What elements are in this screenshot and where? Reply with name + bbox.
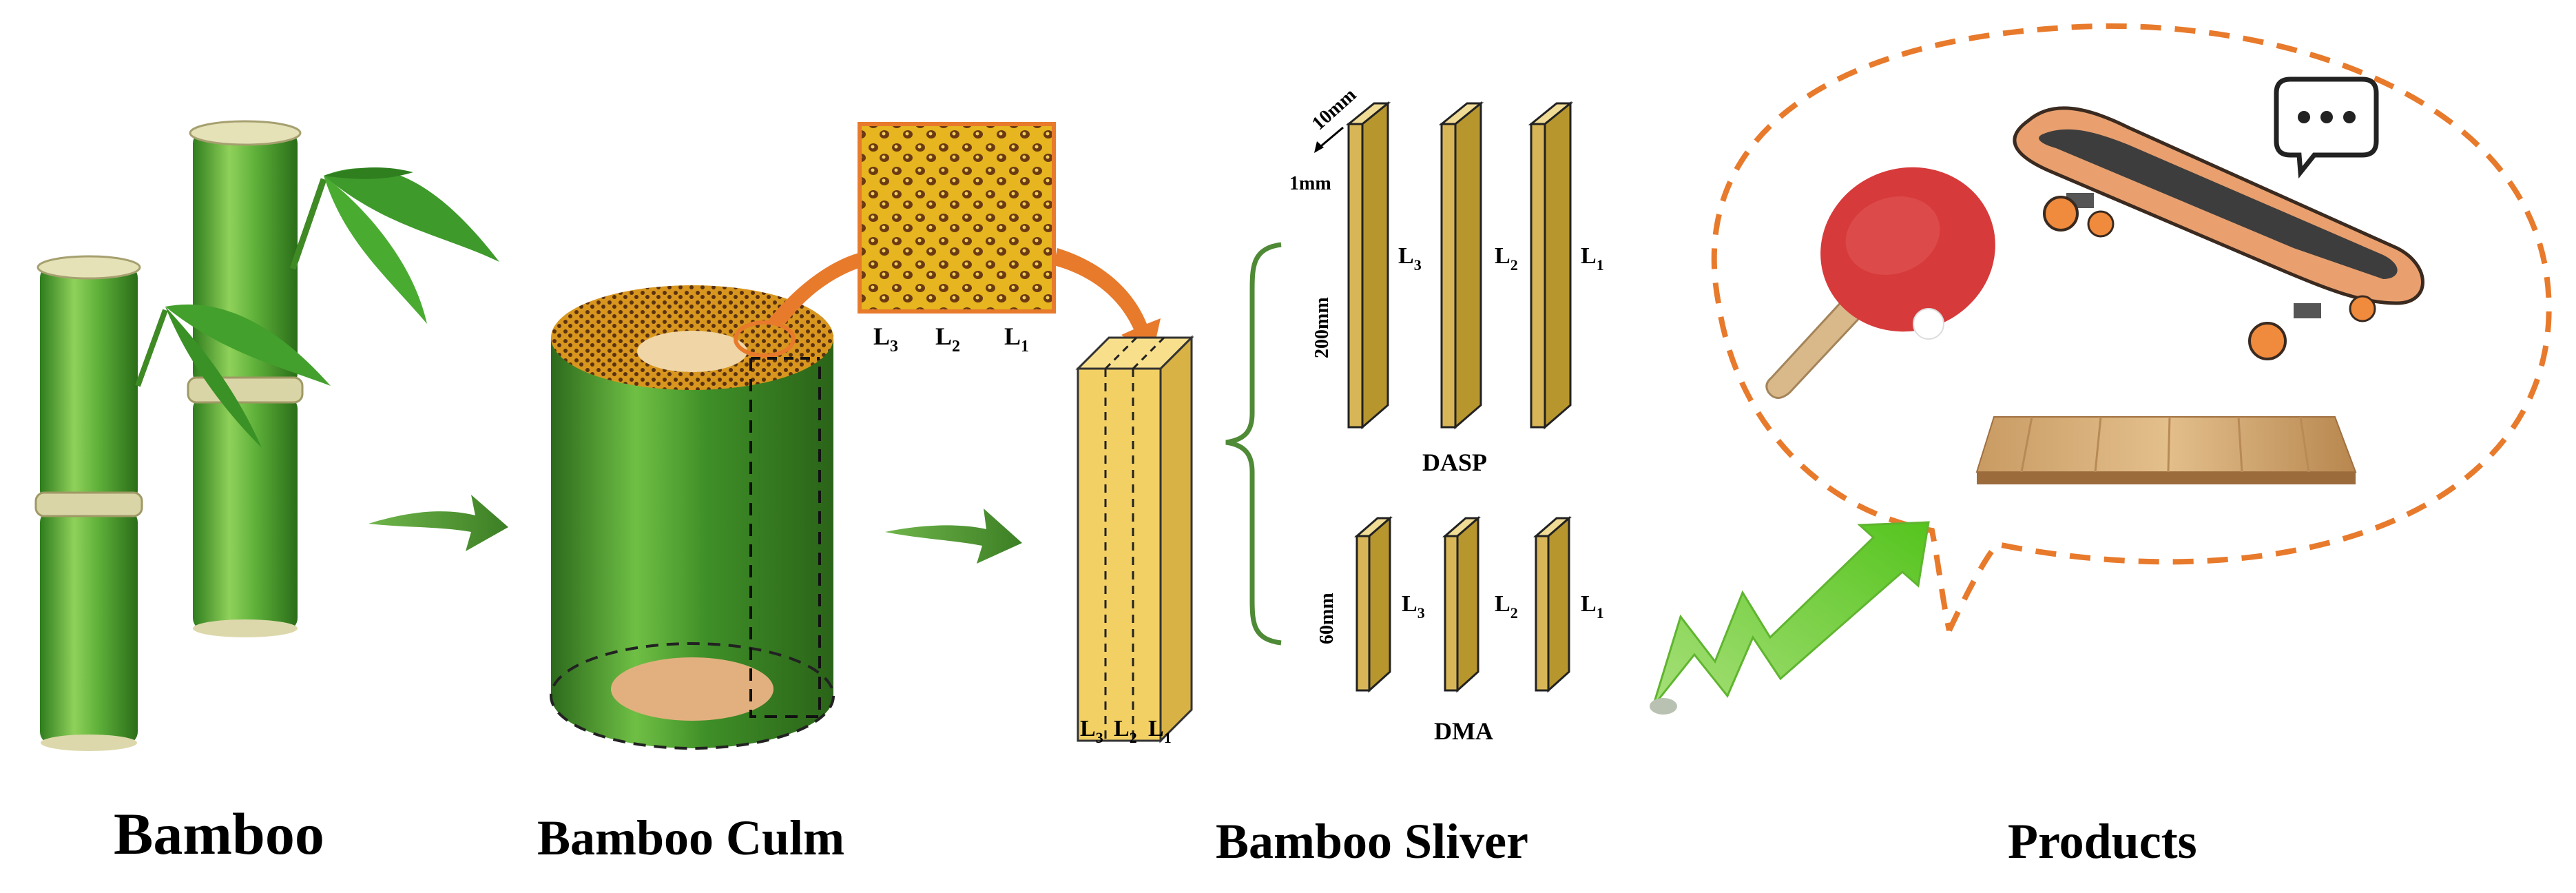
zoom-arrow-down (1054, 248, 1161, 358)
products-thought-bubble (1711, 23, 2552, 632)
micro-label-l1: L1 (1004, 322, 1029, 356)
dma-label-l1: L1 (1581, 591, 1604, 622)
caption-bamboo-culm: Bamboo Culm (537, 810, 845, 865)
dma-label-l3: L3 (1402, 591, 1425, 622)
dma-strips (1353, 515, 1572, 693)
dma-label-l2: L2 (1495, 591, 1518, 622)
process-arrow-1 (368, 495, 508, 551)
dma-title: DMA (1434, 717, 1493, 745)
micrograph-layer-labels: L3 L2 L1 (873, 322, 1029, 356)
dasp-title: DASP (1422, 449, 1487, 476)
dma-strip-l1 (1533, 515, 1572, 693)
sliver-brace (1225, 242, 1282, 646)
dasp-strips (1345, 101, 1574, 430)
skateboard-icon (2013, 106, 2424, 360)
dasp-strip-labels: L3 L2 L1 (1398, 243, 1604, 274)
micro-label-l3: L3 (873, 322, 898, 356)
sliver-block-icon (1075, 335, 1194, 743)
dasp-label-l3: L3 (1398, 243, 1422, 274)
growth-arrow-icon (1650, 521, 1930, 715)
micro-label-l2: L2 (935, 322, 960, 356)
block-label-l1: L1 (1148, 716, 1172, 746)
vascular-bundle-micrograph-icon (858, 122, 1056, 314)
process-arrow-2 (885, 509, 1022, 564)
dasp-strip-l1 (1528, 101, 1574, 430)
speech-bubble-icon (2274, 76, 2379, 179)
dma-strip-l3 (1353, 515, 1393, 693)
bamboo-culm-cylinder-icon (550, 285, 835, 750)
block-layer-labels: L3 L2 L1 (1080, 716, 1172, 746)
wood-floor-board-icon (1975, 416, 2357, 484)
caption-bamboo: Bamboo (114, 801, 324, 867)
block-label-l2: L2 (1114, 716, 1137, 746)
block-label-l3: L3 (1080, 716, 1103, 746)
dasp-label-l2: L2 (1495, 243, 1518, 274)
ping-pong-paddle-icon (1765, 167, 1995, 399)
thickness-label: 1mm (1289, 173, 1331, 194)
dma-length-label: 60mm (1316, 593, 1338, 644)
dma-strip-labels: L3 L2 L1 (1402, 591, 1604, 622)
caption-bamboo-sliver: Bamboo Sliver (1216, 814, 1529, 869)
bamboo-leaves (135, 167, 499, 448)
dasp-strip-l2 (1438, 101, 1484, 430)
dasp-label-l1: L1 (1581, 243, 1604, 274)
bamboo-plant-icon (34, 120, 499, 751)
dma-strip-l2 (1442, 515, 1482, 693)
dasp-length-label: 200mm (1311, 297, 1333, 358)
caption-products: Products (2008, 814, 2197, 869)
dasp-strip-l3 (1345, 101, 1391, 430)
bamboo-stem-left (34, 255, 143, 751)
